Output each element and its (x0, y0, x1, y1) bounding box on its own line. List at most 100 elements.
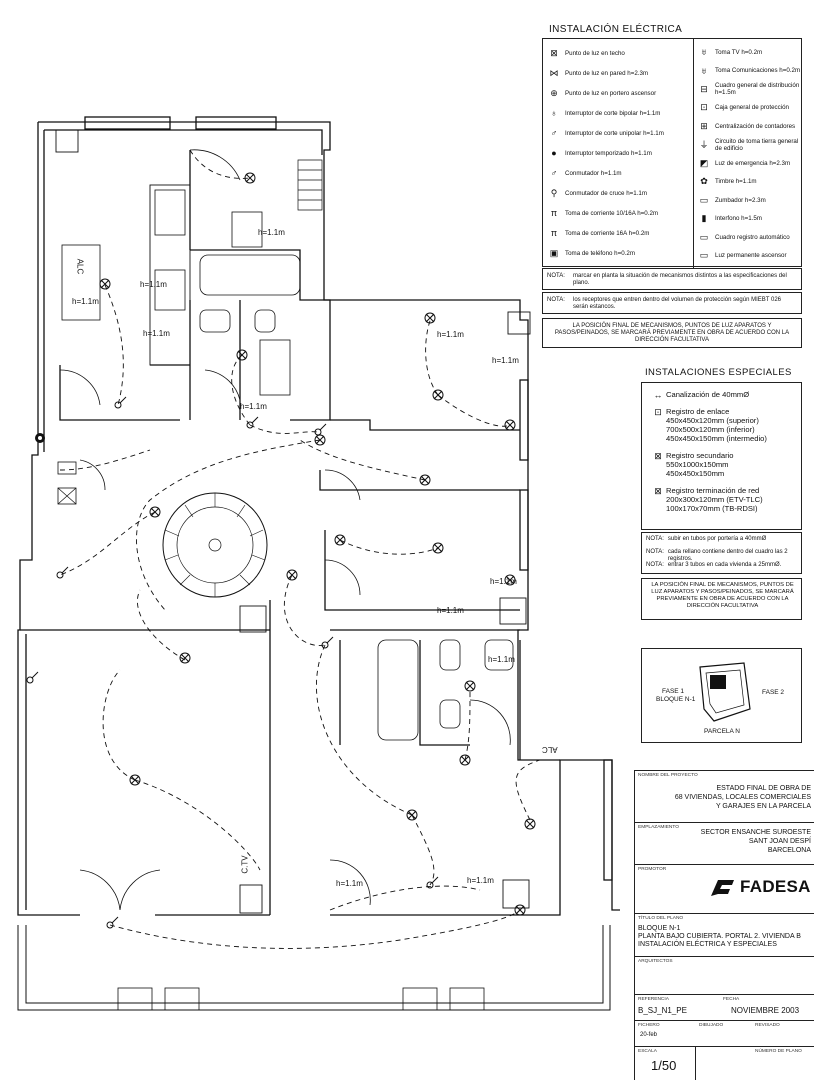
legend-row: ⋈Punto de luz en pared h=2.3m (543, 63, 693, 83)
circuit-line (299, 439, 426, 481)
reference-value: B_SJ_N1_PE (638, 1006, 687, 1015)
title-block-line: 68 VIVIENDAS, LOCALES COMERCIALES (674, 794, 811, 801)
legend-label: Toma de teléfono h=0.2m (565, 249, 635, 257)
kitchen-counter (149, 184, 191, 366)
legend-row: ▮Interfono h=1.5m (693, 210, 803, 229)
planter (449, 987, 485, 1011)
legend-label: Luz de emergencia h=2.3m (715, 159, 791, 167)
wall-light-icon (314, 434, 326, 446)
window (84, 116, 171, 130)
dining-table (61, 244, 101, 321)
legend-note-2: NOTA: los receptores que entren dentro d… (542, 292, 802, 314)
wall-light-icon (504, 419, 516, 431)
legend-row: ▭ Zumbador h=2.3m (693, 191, 803, 210)
circuit-line (109, 909, 521, 949)
fase1-label: FASE 1 (662, 688, 685, 695)
ctv-label: C.TV (240, 855, 250, 874)
height-label: h=1.1m (336, 879, 363, 888)
emergency-light-icon: ◩ (699, 157, 709, 168)
stove (154, 269, 186, 311)
especiales-position-note: LA POSICIÓN FINAL DE MECANISMOS, PUNTOS … (641, 578, 802, 620)
door-swing (59, 369, 101, 406)
socket-16a-icon: π (550, 208, 558, 218)
legend-label: Circuito de toma tierra general de edifi… (715, 137, 799, 152)
legend-row: ♁ Interruptor de corte bipolar h=1.1m (543, 103, 693, 123)
link-register-icon: ⊡ (654, 407, 662, 417)
height-label: h=1.1m (437, 606, 464, 615)
ceiling-light-icon (129, 774, 141, 786)
legend-row: ⊕Punto de luz en portero ascensor (543, 83, 693, 103)
note-text: entrar 3 tubos en cada vivienda a 25mmØ. (667, 562, 782, 568)
height-label: h=1.1m (492, 356, 519, 365)
wall-light-icon (424, 312, 436, 324)
washing-machine (231, 211, 263, 248)
north-wall-inner (44, 129, 323, 155)
entryphone-light-icon: ⊕ (550, 87, 558, 98)
window (195, 116, 277, 130)
wall-light-icon (504, 574, 516, 586)
planter (402, 987, 438, 1011)
note-text: cada rellano contiene dentro del cuadro … (667, 549, 788, 562)
ceiling-light-icon (244, 172, 256, 184)
especiales-line: 550x1000x150mm (666, 460, 729, 469)
title-block-line: INSTALACIÓN ELÉCTRICA Y ESPECIALES (638, 941, 777, 948)
especiales-line: 100x170x70mm (TB-RDSI) (666, 504, 758, 513)
legend-label: Caja general de protección (715, 104, 789, 112)
north-wall (38, 121, 560, 761)
especiales-line: Registro de enlace (666, 407, 730, 416)
especiales-line: 450x450x150mm (666, 469, 725, 478)
bipolar-switch-icon: ♁ (550, 108, 558, 118)
door-swing (469, 699, 511, 746)
legend-label: Luz permanente ascensor (715, 252, 787, 260)
legend-row: ⏚Circuito de toma tierra general de edif… (693, 136, 803, 155)
socket-16a-high-icon: π (550, 228, 558, 238)
legend-label: Interruptor de corte bipolar h=1.1m (565, 109, 661, 117)
legend-left-column: ⊠Punto de luz en techo⋈Punto de luz en p… (543, 39, 694, 268)
sink (154, 189, 186, 236)
height-label: h=1.1m (143, 329, 170, 338)
key-plan: FASE 1 BLOQUE N-1 FASE 2 PARCELA N (641, 648, 802, 743)
protection-box-icon: ⊡ (700, 102, 708, 113)
door-swing (189, 149, 241, 181)
buzzer-icon: ▭ (699, 194, 709, 205)
legend-title: INSTALACIÓN ELÉCTRICA (549, 24, 683, 35)
date-value: NOVIEMBRE 2003 (731, 1006, 800, 1015)
alc-label: ALC (542, 745, 558, 754)
wall-light-icon (334, 534, 346, 546)
title-block-line: ESTADO FINAL DE OBRA DE (716, 785, 811, 792)
especiales-box: ↔Canalización de 40mmØ⊡Registro de enlac… (641, 382, 802, 530)
circuit-line (339, 539, 439, 555)
toilet (254, 309, 276, 333)
height-label: h=1.1m (490, 577, 517, 586)
bathtub (199, 254, 301, 296)
switch-icon (26, 671, 39, 684)
legend-label: Zumbador h=2.3m (715, 196, 766, 204)
spiral-stair (162, 492, 268, 598)
circuit-line (137, 589, 186, 661)
stairs (297, 159, 323, 211)
note-label: NOTA: (646, 549, 664, 555)
tv-socket-icon: ♅ (700, 47, 708, 58)
legend-row: ⊠Punto de luz en techo (543, 43, 693, 63)
door-swing (204, 369, 241, 401)
ceiling-light-icon (99, 278, 111, 290)
circuit-line (464, 691, 471, 761)
height-label: h=1.1m (437, 330, 464, 339)
switch-icon (114, 396, 127, 409)
legend-label: Interruptor temporizado h=1.1m (565, 149, 652, 157)
conduit-icon: ↔ (653, 390, 663, 400)
door-swing (79, 869, 161, 911)
planter (164, 987, 200, 1011)
ceiling-light-icon (432, 542, 444, 554)
washbasin (484, 639, 514, 671)
especiales-line: 700x500x120mm (inferior) (666, 425, 755, 434)
legend-row: ♂Conmutador h=1.1m (543, 163, 693, 183)
window (603, 759, 613, 881)
legend-label: Toma de corriente 10/16A h=0.2m (565, 209, 659, 217)
ceiling-light-icon (464, 680, 476, 692)
especiales-note: NOTA:subir en tubos por portería a 40mmØ (646, 536, 797, 543)
legend-right-column: ♅Toma TV h=0.2m♅Toma Comunicaciones h=0.… (693, 39, 803, 268)
